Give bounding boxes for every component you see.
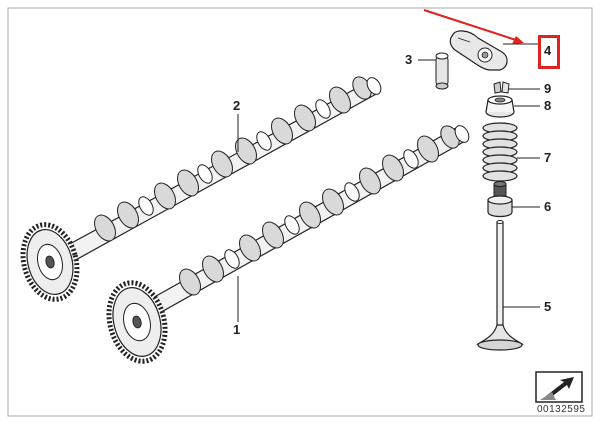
valve-part-5: [476, 220, 524, 351]
valve-keepers-part-9: [493, 81, 510, 94]
valve-spring-part-7: [482, 122, 518, 182]
valve-stem-seal-part-6: [487, 181, 513, 218]
camshaft-1-gear: [106, 280, 168, 364]
fold-arrow-icon: [535, 371, 583, 403]
camshaft-2-gear: [20, 222, 80, 302]
lash-adjuster-part-3: [435, 52, 449, 90]
leader-lines: [237, 43, 540, 322]
part-label-6: 6: [544, 199, 552, 214]
camshaft-1: [106, 125, 470, 364]
part-label-2: 2: [233, 98, 241, 113]
frame-border: [7, 7, 593, 417]
arrow-pointer-icon: [423, 9, 524, 44]
part-label-5: 5: [544, 299, 552, 314]
highlight-box: [538, 35, 560, 69]
rocker-arm-part-4: [449, 30, 508, 71]
part-label-3: 3: [405, 52, 413, 67]
part-label-4: 4: [544, 43, 552, 58]
camshaft-2: [20, 76, 382, 302]
part-label-1: 1: [233, 322, 241, 337]
part-label-9: 9: [544, 81, 552, 96]
spring-retainer-part-8: [485, 95, 515, 118]
part-label-7: 7: [544, 150, 552, 165]
diagram-code: 00132595: [537, 404, 586, 415]
part-label-8: 8: [544, 98, 552, 113]
